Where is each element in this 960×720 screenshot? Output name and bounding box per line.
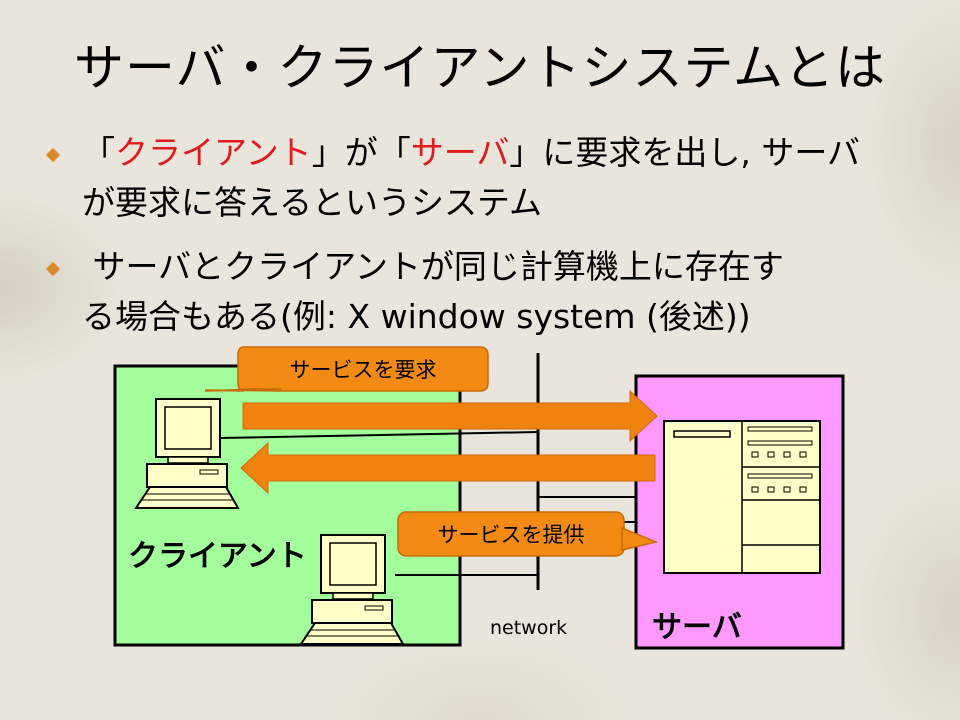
server-label: サーバ [652,610,742,645]
slide-title: サーバ・クライアントシステムとは [74,39,886,97]
client-computer-icon [299,534,405,645]
bullet-2-line-2: る場合もある(例: X window system (後述)) [82,297,751,336]
highlight-server: サーバ [410,133,510,172]
highlight-client: クライアント [115,133,312,172]
network-label: network [490,617,567,639]
client-1-connection [219,431,539,439]
client-label: クライアント [128,539,307,574]
server-machine-icon [663,420,821,574]
response-arrow [240,441,656,495]
request-callout-label: サービスを要求 [290,358,437,382]
client-computer-icon [134,398,240,509]
request-callout: サービスを要求 [204,346,489,392]
bullet-2-line-1: サーバとクライアントが同じ計算機上に存在す [82,247,784,286]
bullet-1-line-2: が要求に答えるというシステム [82,183,543,222]
bullet-1-line-1: 「クライアント」が「サーバ」に要求を出し, サーバ [82,133,861,172]
provide-callout-label: サービスを提供 [438,523,585,547]
provide-callout: サービスを提供 [397,511,659,557]
request-arrow [242,389,658,443]
